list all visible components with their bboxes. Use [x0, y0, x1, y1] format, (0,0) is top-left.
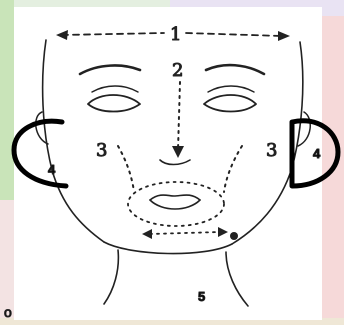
mouth-upper-lip	[150, 195, 200, 200]
label-zone-3-left: 3	[96, 140, 107, 161]
label-zone-4-left: 4	[48, 162, 56, 177]
face-outline-left	[43, 40, 104, 242]
label-zone-4-right: 4	[313, 146, 321, 161]
eyebrow-right	[206, 65, 264, 74]
zone-3-left-cheek-arc	[118, 146, 134, 192]
label-zone-1: 1	[170, 24, 181, 45]
neck-right	[226, 252, 248, 306]
bullet-marker: o	[4, 304, 12, 320]
eyelid-crease-right	[208, 86, 254, 92]
label-zone-5: 5	[198, 289, 205, 304]
label-zone-2: 2	[172, 60, 183, 81]
zone-1-arrowhead-right	[278, 31, 290, 41]
neck-left	[104, 250, 118, 304]
chin-arrowhead-right	[218, 227, 228, 237]
label-zone-3-right: 3	[266, 140, 277, 161]
eye-left	[88, 95, 140, 112]
eyelid-crease-left	[92, 86, 138, 92]
zone-2-nose-arrow	[178, 82, 180, 150]
nose	[160, 160, 190, 165]
chin-outline	[104, 242, 232, 254]
mouth-zone-dotted-ellipse	[128, 182, 224, 226]
chin-dotted-arrow	[150, 232, 220, 234]
zone-4-left-marker	[14, 121, 66, 186]
chin-arrowhead-left	[142, 229, 152, 239]
eyebrow-left	[80, 65, 140, 74]
eye-right	[204, 95, 256, 112]
zone-2-arrowhead	[172, 146, 184, 158]
mouth-lower-lip	[150, 200, 200, 209]
chin-dot	[230, 232, 238, 240]
zone-3-right-cheek-arc	[224, 146, 242, 192]
zone-1-arrowhead-left	[56, 30, 68, 40]
